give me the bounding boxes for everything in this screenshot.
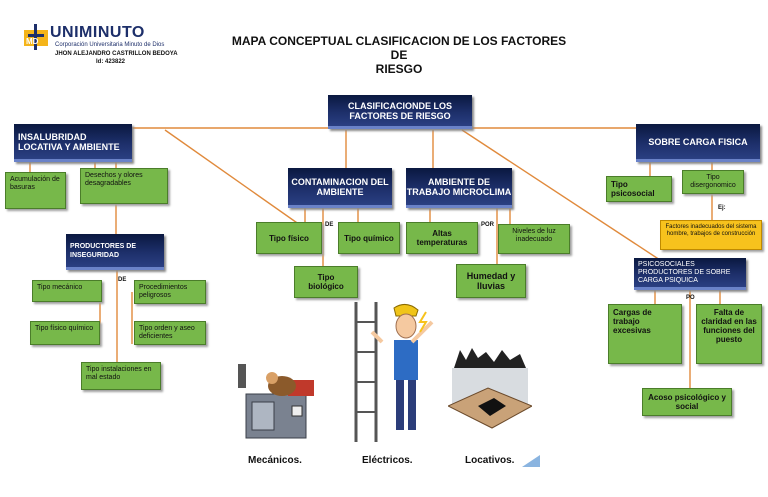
logo-name: UNIMINUTO: [50, 24, 145, 41]
contaminacion-connector: DE: [325, 222, 334, 228]
corner-triangle: [522, 455, 540, 467]
title-line-2: RIESGO: [375, 62, 423, 76]
psicosociales-item-3: Acoso psicológico y social: [642, 388, 732, 416]
productores-item-3: Tipo físico químico: [30, 321, 100, 345]
author-name: JHON ALEJANDRO CASTRILLON BEDOYA: [55, 51, 178, 57]
ambiente-connector: POR: [481, 222, 495, 228]
title-line-1: MAPA CONCEPTUAL CLASIFICACION DE LOS FAC…: [231, 34, 567, 62]
electrical-illustration: [342, 302, 438, 448]
caption-mechanical: Mecánicos.: [248, 455, 302, 466]
contaminacion-node: CONTAMINACION DEL AMBIENTE: [288, 168, 392, 208]
svg-text:MD: MD: [26, 37, 39, 46]
sobrecarga-item-1: Tipo psicosocial: [606, 176, 672, 202]
psicosociales-connector: PO: [686, 295, 695, 301]
sobrecarga-example: Factores inadecuados del sistema hombre,…: [660, 220, 762, 250]
contaminacion-item-2: Tipo químico: [338, 222, 400, 254]
productores-item-2: Procedimientos peligrosos: [134, 280, 206, 304]
logo-mark: MD: [24, 24, 48, 50]
contaminacion-item-1: Tipo físico: [256, 222, 322, 254]
ambiente-item-2: Niveles de luz inadecuado: [498, 224, 570, 254]
productores-item-4: Tipo orden y aseo deficientes: [134, 321, 206, 345]
logo-subtitle: Corporación Universitaria Minuto de Dios: [55, 42, 165, 48]
psicosociales-item-1: Cargas de trabajo excesivas: [608, 304, 682, 364]
psicosociales-node: PSICOSOCIALES PRODUCTORES DE SOBRE CARGA…: [634, 258, 746, 290]
root-node: CLASIFICACIONDE LOS FACTORES DE RIESGO: [328, 95, 472, 129]
student-id: Id: 423822: [96, 59, 126, 65]
insalubridad-item-2: Desechos y olores desagradables: [80, 168, 168, 204]
ambiente-item-3: Humedad y lluvias: [456, 264, 526, 298]
ambiente-node: AMBIENTE DE TRABAJO MICROCLIMA: [406, 168, 512, 208]
ambiente-item-1: Altas temperaturas: [406, 222, 478, 254]
contaminacion-item-3: Tipo biológico: [294, 266, 358, 298]
productores-item-1: Tipo mecánico: [32, 280, 102, 302]
mechanical-illustration: [232, 350, 332, 442]
caption-locative: Locativos.: [465, 455, 515, 466]
productores-item-5: Tipo instalaciones en mal estado: [81, 362, 161, 390]
productores-connector: DE: [118, 277, 127, 283]
caption-electrical: Eléctricos.: [362, 455, 413, 466]
psicosociales-item-2: Falta de claridad en las funciones del p…: [696, 304, 762, 364]
productores-node: PRODUCTORES DE INSEGURIDAD: [66, 234, 164, 270]
sobrecarga-item-2: Tipo disergonomico: [682, 170, 744, 194]
sobrecarga-node: SOBRE CARGA FISICA: [636, 124, 760, 162]
insalubridad-node: INSALUBRIDAD LOCATIVA Y AMBIENTE: [14, 124, 132, 162]
locative-illustration: [446, 346, 534, 432]
sobrecarga-example-label: Ej:: [718, 205, 726, 211]
insalubridad-item-1: Acumulación de basuras: [5, 172, 66, 209]
page-title: MAPA CONCEPTUAL CLASIFICACION DE LOS FAC…: [225, 34, 573, 76]
